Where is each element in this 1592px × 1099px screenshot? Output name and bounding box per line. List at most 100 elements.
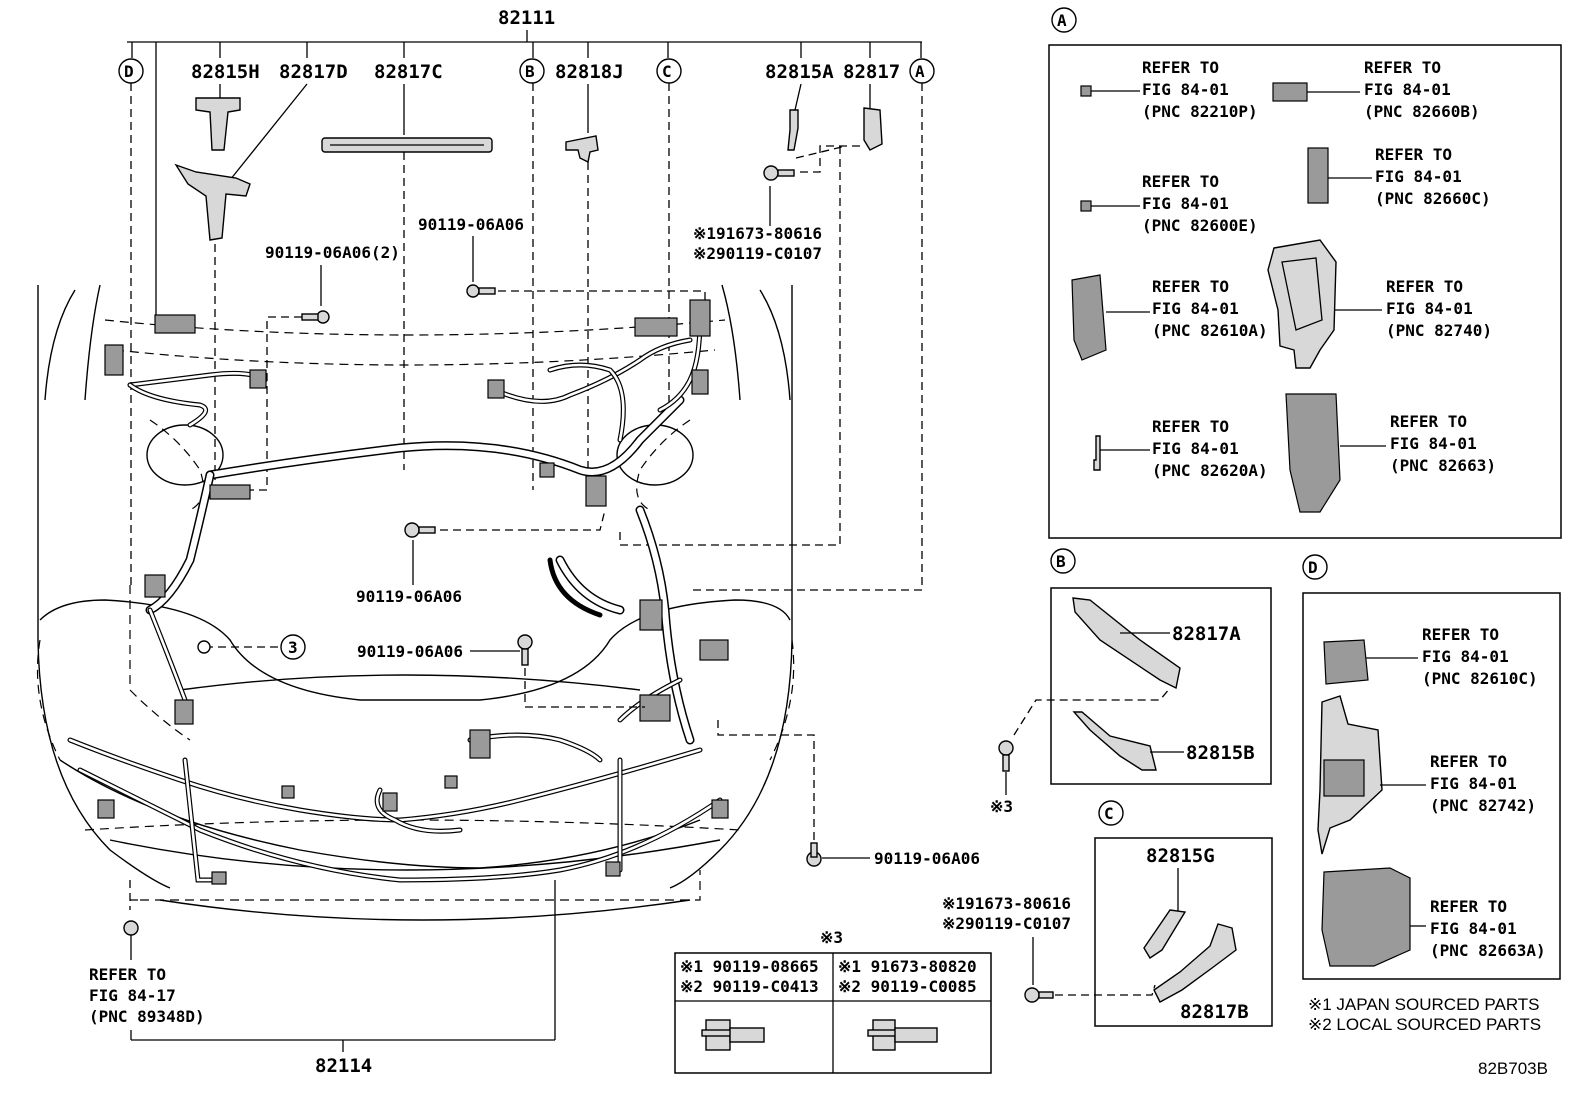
bottom-part-number: 82114: [315, 1055, 372, 1077]
svg-text:FIG 84-01: FIG 84-01: [1142, 194, 1229, 213]
bolt-icon-5: [806, 842, 822, 867]
svg-text:A: A: [915, 62, 925, 81]
svg-text:(PNC 82600E): (PNC 82600E): [1142, 216, 1258, 235]
bolt-label-4: 90119-06A06: [357, 642, 463, 661]
part-label-82817D: 82817D: [279, 61, 348, 83]
panel-a-ref-3: REFER TO FIG 84-01 (PNC 82600E): [1080, 172, 1258, 235]
svg-text:C: C: [662, 62, 672, 81]
circle-letter-b-top: B: [519, 58, 545, 84]
bolt-icon-panel-b: [998, 740, 1014, 772]
bracket-82817: [863, 107, 883, 151]
panel-c-note-2: ※290119-C0107: [942, 914, 1071, 933]
svg-text:(PNC 82663): (PNC 82663): [1390, 456, 1496, 475]
svg-text:3: 3: [288, 638, 298, 657]
panel-a-ref-5: REFER TO FIG 84-01 (PNC 82610A): [1071, 274, 1268, 361]
svg-text:FIG 84-01: FIG 84-01: [1430, 919, 1517, 938]
bolt-icon-4: [517, 634, 533, 666]
panel-d: D REFER TO FIG 84-01 (PNC 82610C) REFER …: [1302, 554, 1561, 980]
svg-text:(PNC 82610A): (PNC 82610A): [1152, 321, 1268, 340]
panel-c-note-1: ※191673-80616: [942, 894, 1071, 913]
svg-text:FIG 84-01: FIG 84-01: [1152, 439, 1239, 458]
svg-text:(PNC 82210P): (PNC 82210P): [1142, 102, 1258, 121]
part-label-82815H: 82815H: [191, 61, 260, 83]
svg-text:FIG 84-01: FIG 84-01: [1390, 434, 1477, 453]
panel-b: B 82817A 82815B ※3: [990, 548, 1272, 816]
panel-c-part-1: 82815G: [1146, 845, 1215, 867]
bolt-icon-panel-c: [1024, 987, 1054, 1003]
svg-text:FIG 84-01: FIG 84-01: [1152, 299, 1239, 318]
part-label-82817C: 82817C: [374, 61, 443, 83]
panel-c: C 82815G 82817B ※191673-80616 ※290119-C0…: [942, 800, 1273, 1027]
bracket-82817D: [174, 163, 251, 241]
svg-text:REFER TO: REFER TO: [1386, 277, 1463, 296]
panel-a-ref-2: REFER TO FIG 84-01 (PNC 82660B): [1272, 58, 1480, 121]
bolt-table-col2-line1: ※1 91673-80820: [838, 957, 977, 976]
panel-a-letter: A: [1057, 11, 1067, 30]
callout-3: 3: [280, 634, 306, 660]
refer-bottom-line1: REFER TO: [89, 965, 166, 984]
part-label-82815A: 82815A: [765, 61, 834, 83]
protector-82817C: [321, 137, 493, 153]
bracket-82817B: [1153, 923, 1237, 1003]
panel-a: A REFER TO FIG 84-01 (PNC 82210P) REFER …: [1048, 7, 1562, 539]
panel-d-letter: D: [1308, 558, 1318, 577]
part-label-82817: 82817: [843, 61, 900, 83]
diagram-id: 82B703B: [1478, 1059, 1548, 1078]
svg-text:REFER TO: REFER TO: [1375, 145, 1452, 164]
bolt-table-col1-line1: ※1 90119-08665: [680, 957, 819, 976]
svg-text:FIG 84-01: FIG 84-01: [1386, 299, 1473, 318]
svg-text:FIG 84-01: FIG 84-01: [1430, 774, 1517, 793]
legend-line-2: ※2 LOCAL SOURCED PARTS: [1308, 1015, 1541, 1034]
bolt-icon-top-right: [763, 165, 795, 181]
svg-text:REFER TO: REFER TO: [1152, 277, 1229, 296]
bracket-82815G: [1143, 909, 1187, 959]
note-top-2: ※290119-C0107: [693, 244, 822, 263]
legend: ※1 JAPAN SOURCED PARTS ※2 LOCAL SOURCED …: [1308, 995, 1541, 1034]
panel-d-ref-3: REFER TO FIG 84-01 (PNC 82663A): [1321, 867, 1546, 967]
bracket-82815A: [787, 109, 799, 151]
svg-text:REFER TO: REFER TO: [1422, 625, 1499, 644]
bolt-table-col2-line2: ※2 90119-C0085: [838, 977, 977, 996]
bracket-82815H: [195, 97, 241, 151]
circle-letter-c-top: C: [656, 58, 682, 84]
svg-text:REFER TO: REFER TO: [1430, 897, 1507, 916]
bracket-82818J: [565, 135, 599, 164]
bolt-table-header: ※3: [820, 928, 843, 947]
svg-text:(PNC 82610C): (PNC 82610C): [1422, 669, 1538, 688]
svg-text:(PNC 82620A): (PNC 82620A): [1152, 461, 1268, 480]
panel-a-ref-1: REFER TO FIG 84-01 (PNC 82210P): [1080, 58, 1258, 121]
svg-text:(PNC 82660B): (PNC 82660B): [1364, 102, 1480, 121]
bolt-icon-3: [404, 522, 436, 538]
vehicle-body-outline: [36, 284, 795, 921]
top-part-number: 82111: [498, 7, 555, 29]
svg-text:(PNC 82742): (PNC 82742): [1430, 796, 1536, 815]
svg-text:(PNC 82740): (PNC 82740): [1386, 321, 1492, 340]
bracket-82815B: [1072, 711, 1157, 771]
part-label-82818J: 82818J: [555, 61, 624, 83]
bracket-82817A: [1072, 597, 1181, 690]
panel-b-letter: B: [1056, 552, 1066, 571]
note-top-1: ※191673-80616: [693, 224, 822, 243]
svg-text:REFER TO: REFER TO: [1390, 412, 1467, 431]
panel-c-letter: C: [1104, 804, 1114, 823]
refer-bottom-line2: FIG 84-17: [89, 986, 176, 1005]
panel-d-ref-1: REFER TO FIG 84-01 (PNC 82610C): [1323, 625, 1538, 688]
panel-b-bolt-note: ※3: [990, 797, 1013, 816]
svg-text:FIG 84-01: FIG 84-01: [1364, 80, 1451, 99]
bolt-icon-1: [301, 310, 330, 324]
svg-text:(PNC 82663A): (PNC 82663A): [1430, 941, 1546, 960]
bottom-bracket: 82114: [130, 880, 556, 1077]
panel-b-part-2: 82815B: [1186, 742, 1255, 764]
panel-c-part-2: 82817B: [1180, 1001, 1249, 1023]
bolt-icon-table-2: [867, 1019, 938, 1051]
engine-wire-harness: [67, 299, 729, 885]
grommet-icon: [123, 920, 139, 936]
bolt-icon-2: [466, 284, 496, 298]
panel-a-ref-8: REFER TO FIG 84-01 (PNC 82663): [1285, 393, 1496, 513]
panel-a-ref-4: REFER TO FIG 84-01 (PNC 82660C): [1307, 145, 1491, 208]
svg-text:B: B: [525, 62, 535, 81]
svg-text:D: D: [124, 62, 134, 81]
svg-text:FIG 84-01: FIG 84-01: [1142, 80, 1229, 99]
svg-text:REFER TO: REFER TO: [1142, 58, 1219, 77]
